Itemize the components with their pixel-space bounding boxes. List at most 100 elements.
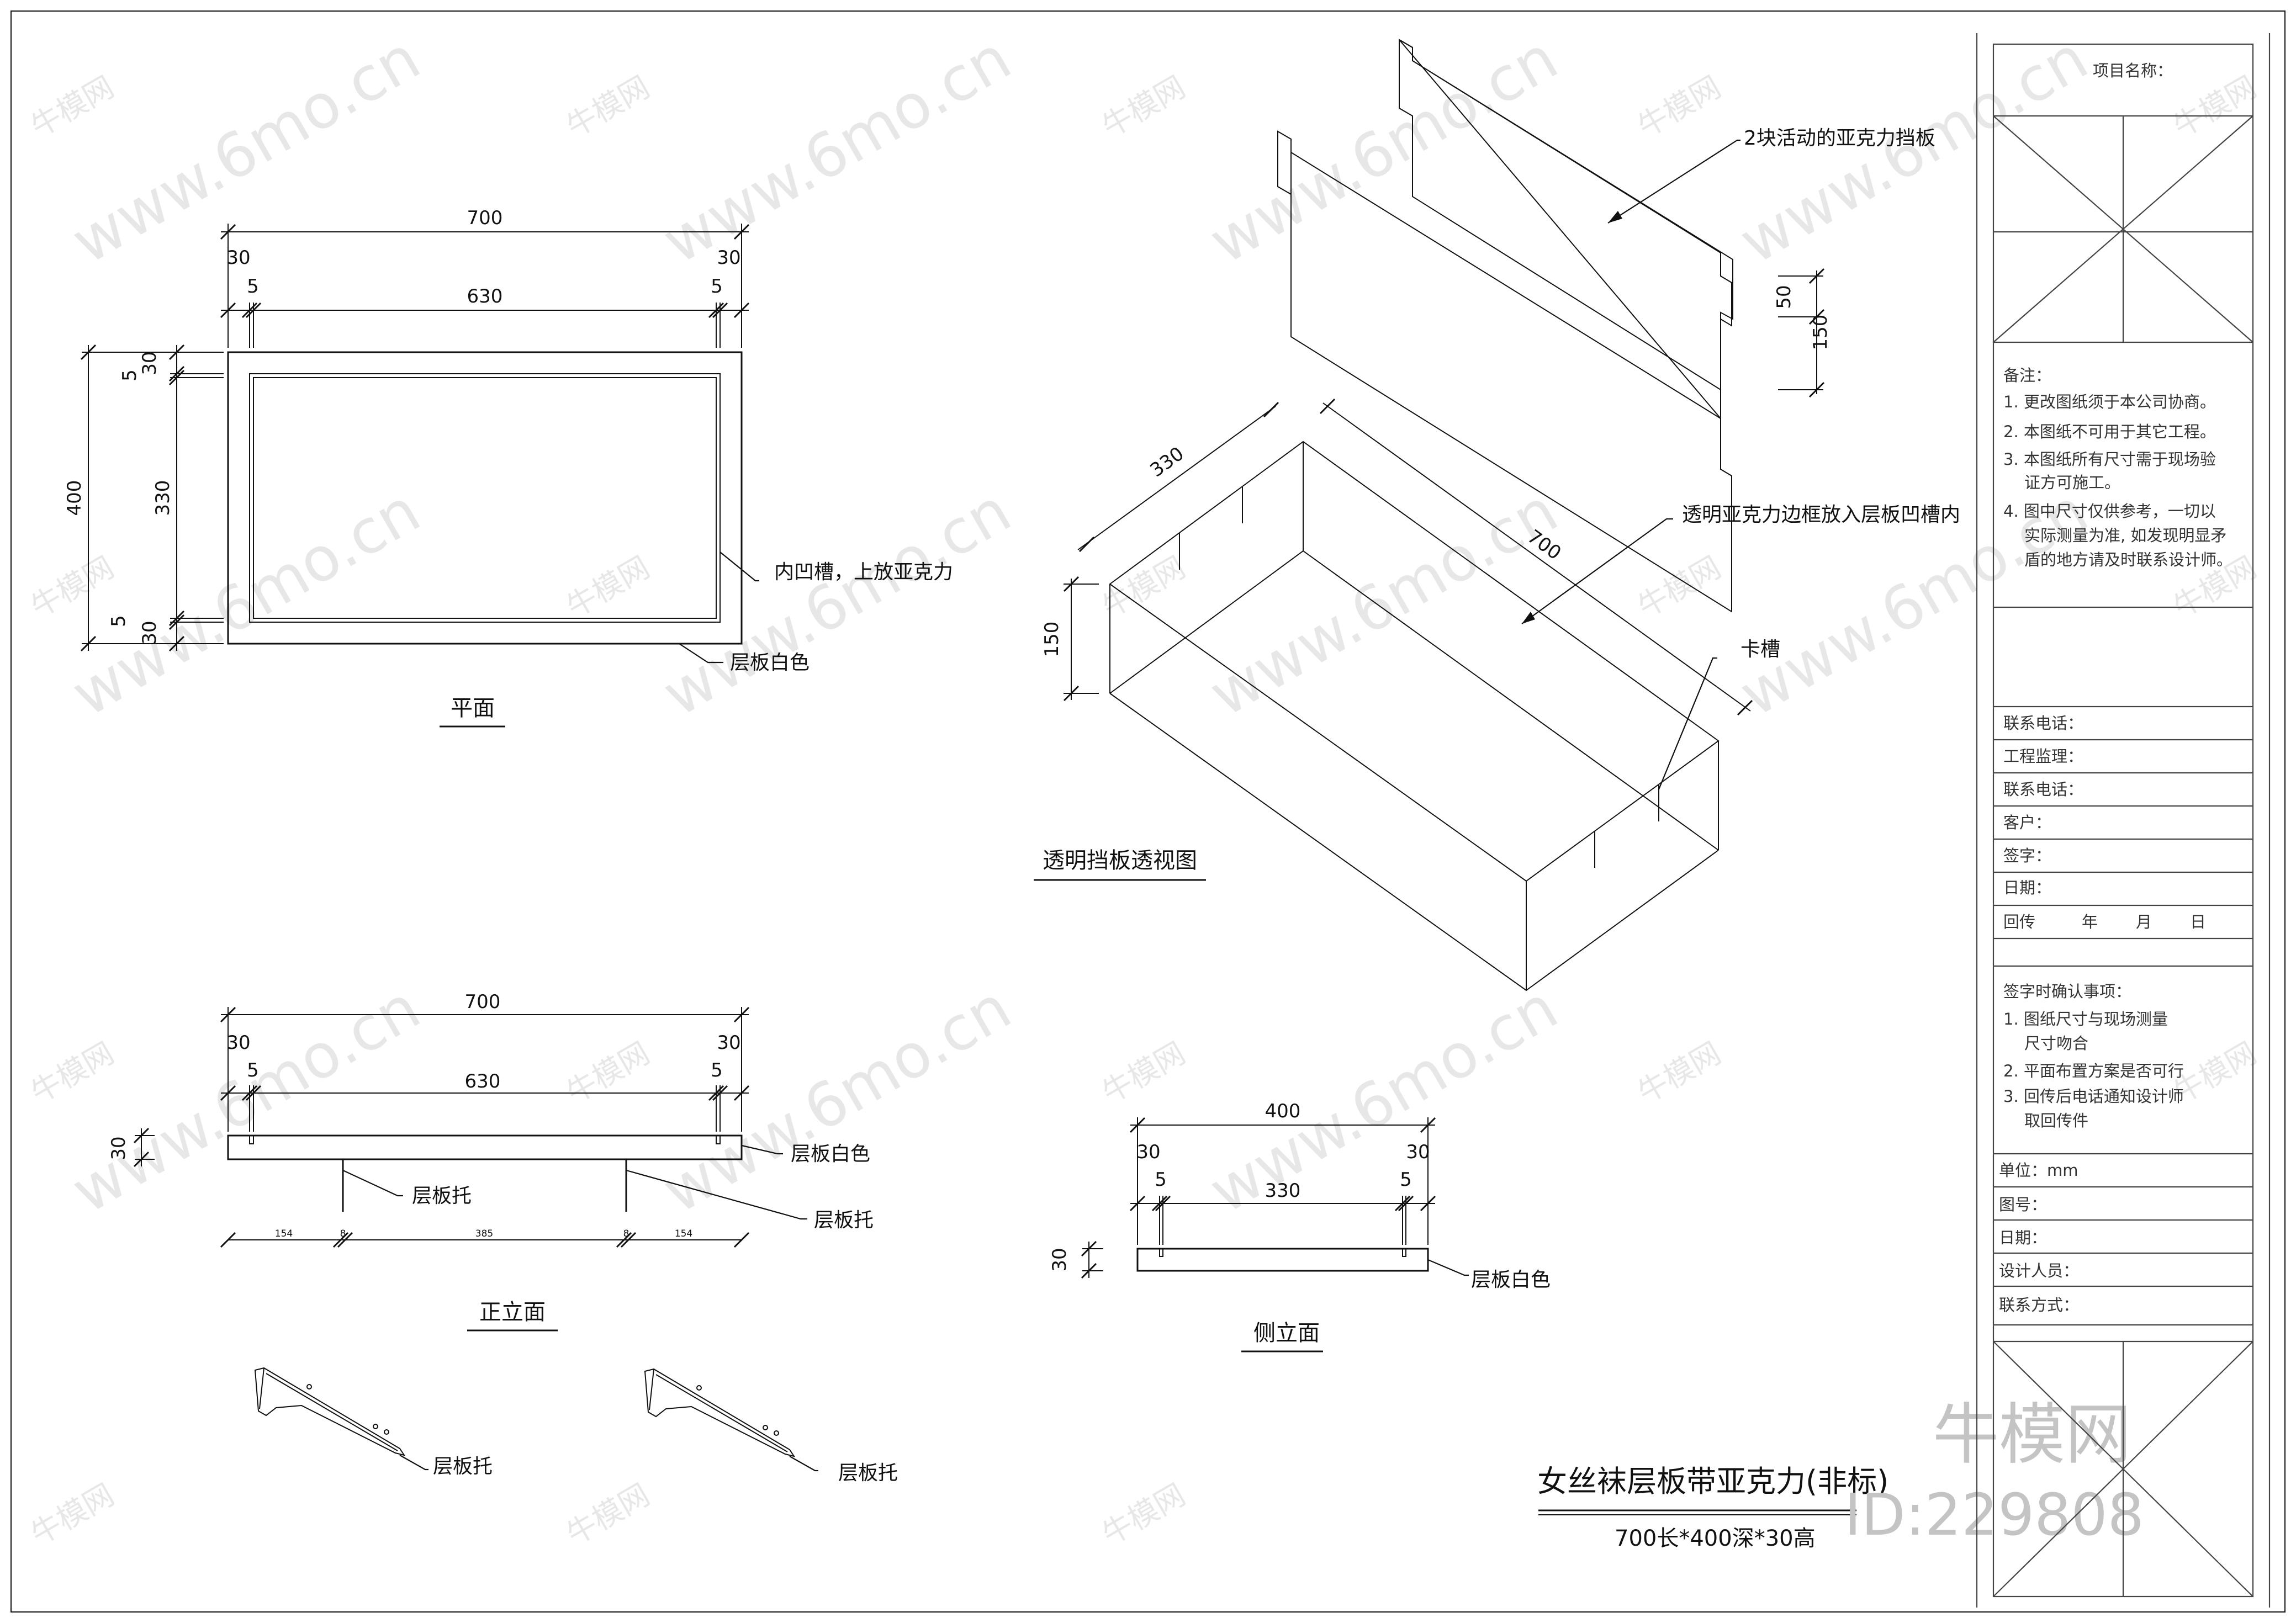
side-elevation: 400 30 30 5 5 330 30 层板白色 侧立面 [1049, 1100, 1551, 1352]
watermark-brand: 牛模网 [1096, 70, 1191, 145]
dim-line [1322, 402, 1751, 712]
tb-note: 4. 图中尺寸仅供参考，一切以 [2003, 502, 2216, 521]
tb-contact: 联系方式： [1999, 1296, 2079, 1314]
watermark-site: www.6mo.cn [1198, 972, 1569, 1227]
tb-confirm-item: 3. 回传后电话通知设计师 [2003, 1087, 2184, 1106]
leader-panels [1607, 139, 1740, 224]
dim-text: 30 [226, 247, 250, 269]
tb-confirm-item: 2. 平面布置方案是否可行 [2003, 1062, 2184, 1080]
dim-text: 700 [465, 991, 501, 1013]
side-grooves [1159, 1249, 1406, 1257]
box-top-rim [1109, 441, 1720, 882]
watermark-brand-large: 牛模网 [1933, 1397, 2131, 1473]
tb-unit: 单位：mm [1999, 1161, 2078, 1180]
label-board: 层板白色 [1471, 1269, 1551, 1291]
tb-month: 月 [2136, 913, 2152, 931]
dim-text: 5 [1155, 1169, 1167, 1191]
label-bracket: 层板托 [814, 1209, 874, 1232]
bracket-details: 层板托 层板托 [254, 1367, 898, 1484]
tb-year: 年 [2082, 913, 2098, 931]
front-grooves [249, 1136, 721, 1144]
box-bottom-hidden [1109, 550, 1719, 851]
watermark-brand: 牛模网 [25, 1477, 120, 1552]
watermark-brand: 牛模网 [560, 550, 655, 625]
dim-text: 630 [467, 285, 503, 307]
tb-notes-title: 备注： [2003, 366, 2051, 385]
sheet-border [10, 10, 2286, 1613]
tb-date: 日期： [2003, 878, 2051, 897]
tb-project: 项目名称： [2093, 61, 2173, 80]
leader-groove [720, 551, 759, 582]
tb-note: 3. 本图纸所有尺寸需于现场验 [2003, 450, 2216, 469]
label-board: 层板白色 [791, 1143, 870, 1165]
front-board [227, 1134, 743, 1160]
tb-confirm-item: 尺寸吻合 [2024, 1034, 2088, 1053]
dim-text: 5 [711, 1059, 723, 1081]
dim-text: 400 [64, 480, 86, 516]
tb-contact-phone-2: 联系电话： [2003, 780, 2083, 799]
dim-text: 30 [139, 620, 161, 644]
watermark-site: www.6mo.cn [60, 475, 431, 730]
watermark-brand: 牛模网 [2167, 70, 2262, 145]
bracket-right [644, 1368, 818, 1472]
watermark-site: www.6mo.cn [651, 475, 1022, 730]
arrowhead [1608, 211, 1622, 223]
dim-text: 330 [1265, 1180, 1301, 1202]
leader-slot [1658, 657, 1717, 790]
watermark-site: www.6mo.cn [60, 972, 431, 1227]
dim-text: 700 [467, 207, 503, 229]
view-title-front: 正立面 [479, 1300, 546, 1325]
dim-text: 400 [1265, 1100, 1301, 1122]
label-slot: 卡槽 [1740, 638, 1780, 661]
dim-text: 30 [108, 1136, 130, 1160]
dim-text: 8 [340, 1228, 346, 1239]
leader-board [1427, 1259, 1469, 1276]
tb-note: 1. 更改图纸须于本公司协商。 [2003, 393, 2216, 411]
tb-supervisor: 工程监理： [2003, 747, 2083, 766]
dim-text: 630 [465, 1070, 501, 1092]
watermark-site: www.6mo.cn [1198, 22, 1569, 277]
tb-note: 实际测量为准, 如发现明显矛 [2024, 526, 2226, 545]
dim-text: 30 [717, 1032, 740, 1054]
dim-text: 8 [623, 1228, 629, 1239]
watermark-brand: 牛模网 [1632, 550, 1727, 625]
plan-view: 700 30 30 5 5 630 400 330 30 30 5 5 内凹槽，… [64, 207, 953, 728]
watermark-site: www.6mo.cn [1198, 475, 1569, 730]
dim-text: 30 [1049, 1248, 1071, 1271]
tb-day: 日 [2190, 913, 2206, 931]
leader-board [741, 1144, 783, 1155]
dim-text: 5 [247, 1059, 259, 1081]
dim-text: 330 [1146, 443, 1188, 482]
tb-note: 2. 本图纸不可用于其它工程。 [2003, 422, 2216, 441]
dim-text: 30 [1406, 1141, 1430, 1163]
dim-text: 150 [1810, 315, 1832, 351]
drawing-title: 女丝袜层板带亚克力(非标) [1537, 1464, 1888, 1499]
dim-text: 154 [675, 1228, 692, 1239]
drawing-subtitle: 700长*400深*30高 [1615, 1526, 1816, 1551]
watermark-site: www.6mo.cn [1728, 22, 2099, 277]
dim-text: 30 [139, 351, 161, 375]
watermark-brand: 牛模网 [1632, 70, 1727, 145]
label-groove: 内凹槽，上放亚克力 [774, 561, 953, 584]
dim-text: 330 [152, 480, 174, 516]
dim-text: 5 [711, 275, 723, 298]
title-block: 项目名称： 备注： 1. 更改图纸须于本公司协商。 2. 本图纸不可用于其它工程… [1976, 33, 2271, 1608]
acrylic-panel-2 [1399, 39, 1733, 391]
leader-bracket [626, 1169, 807, 1220]
bracket-left [254, 1367, 428, 1471]
label-frame: 透明亚克力边框放入层板凹槽内 [1682, 503, 1960, 526]
view-title-plan: 平面 [451, 696, 495, 721]
watermark-site: www.6mo.cn [651, 972, 1022, 1227]
tb-drawing-no: 图号： [1999, 1195, 2047, 1214]
leader-board [679, 643, 723, 664]
label-bracket: 层板托 [433, 1455, 493, 1478]
watermark-brand: 牛模网 [1632, 1036, 1727, 1111]
tb-confirm-item: 取回传件 [2024, 1111, 2088, 1130]
dim-text: 150 [1041, 622, 1063, 657]
tb-date-2: 日期： [1999, 1228, 2047, 1247]
dim-text: 385 [475, 1228, 493, 1239]
tb-contact-phone: 联系电话： [2003, 714, 2083, 733]
leader-frame [1521, 518, 1673, 624]
plan-board-outline [227, 351, 743, 645]
